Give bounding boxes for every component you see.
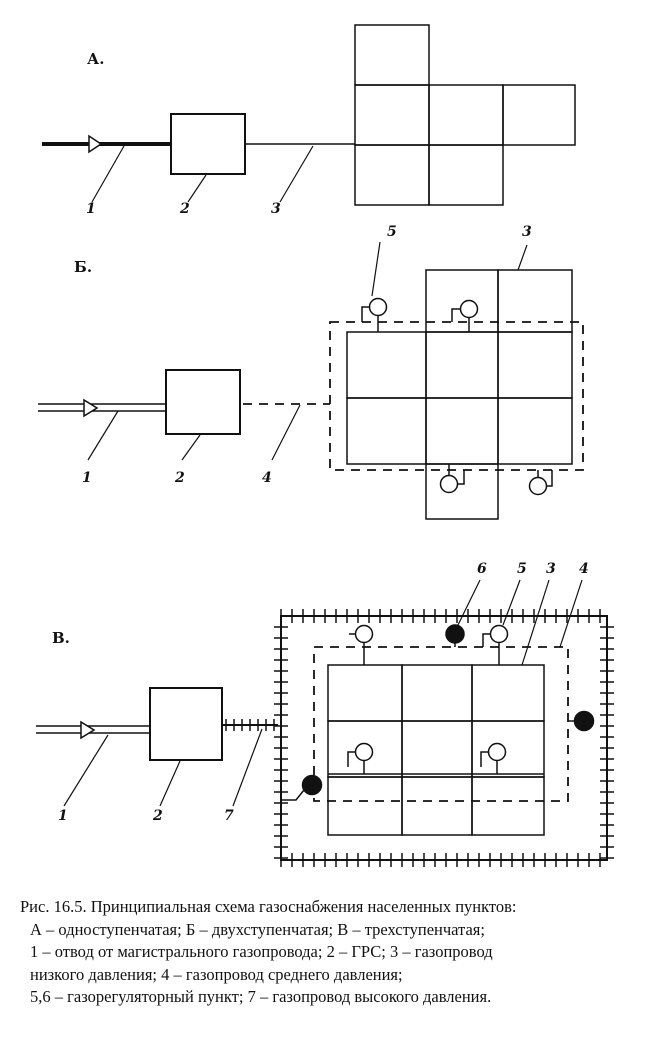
label-a-2: 2: [179, 201, 190, 217]
diagram-b-title: Б.: [74, 258, 92, 276]
caption-line: 1 – отвод от магистрального газопровода;…: [30, 942, 493, 961]
label-b-1: 1: [82, 470, 92, 486]
diagram-c: В.: [36, 561, 614, 867]
caption-line: 5,6 – газорегуляторный пункт; 7 – газопр…: [30, 987, 492, 1006]
diagram-a-title: А.: [87, 50, 104, 68]
diagram-b: Б.: [38, 224, 584, 520]
flow-arrow-icon: [88, 134, 103, 154]
flow-arrow-icon: [83, 398, 99, 418]
medium-pressure-ring: [313, 646, 569, 802]
caption-line: низкого давления; 4 – газопровод среднег…: [30, 964, 403, 984]
label-c-2: 2: [152, 808, 163, 824]
medium-pressure-ring: [329, 321, 584, 471]
label-b-4: 4: [262, 470, 272, 486]
caption-line: А – одноступенчатая; Б – двухступенчатая…: [30, 919, 485, 939]
figure-caption: Рис. 16.5. Принципиальная схема газоснаб…: [20, 896, 650, 1009]
label-b-3: 3: [522, 224, 532, 240]
grs-station-box: [170, 113, 246, 175]
label-a-3: 3: [271, 201, 281, 217]
flow-arrow-icon: [80, 720, 96, 740]
regulator-points-c: [347, 624, 509, 774]
regulator-points-b: [361, 297, 553, 496]
diagram-a: А. 1 2 3: [42, 24, 576, 217]
diagram-c-title: В.: [52, 629, 70, 647]
label-c-1: 1: [58, 808, 68, 824]
label-c-7: 7: [224, 808, 234, 824]
settlement-grid-c: [327, 664, 545, 836]
caption-line: Рис. 16.5. Принципиальная схема газоснаб…: [20, 897, 517, 916]
label-b-2: 2: [174, 470, 185, 486]
label-c-4: 4: [579, 561, 589, 577]
high-pressure-ring: [280, 615, 608, 861]
gas-supply-schematic-figure: А. 1 2 3 Б.: [36, 24, 614, 867]
label-c-6: 6: [477, 561, 487, 577]
settlement-grid-a: [354, 24, 576, 206]
grs-station-box: [165, 369, 241, 435]
settlement-grid-b: [346, 269, 573, 520]
label-a-1: 1: [86, 201, 96, 217]
grs-station-box: [149, 687, 223, 761]
high-medium-regulator-points: [281, 624, 595, 801]
label-c-3: 3: [546, 561, 556, 577]
label-b-5: 5: [387, 224, 397, 240]
label-c-5: 5: [517, 561, 527, 577]
